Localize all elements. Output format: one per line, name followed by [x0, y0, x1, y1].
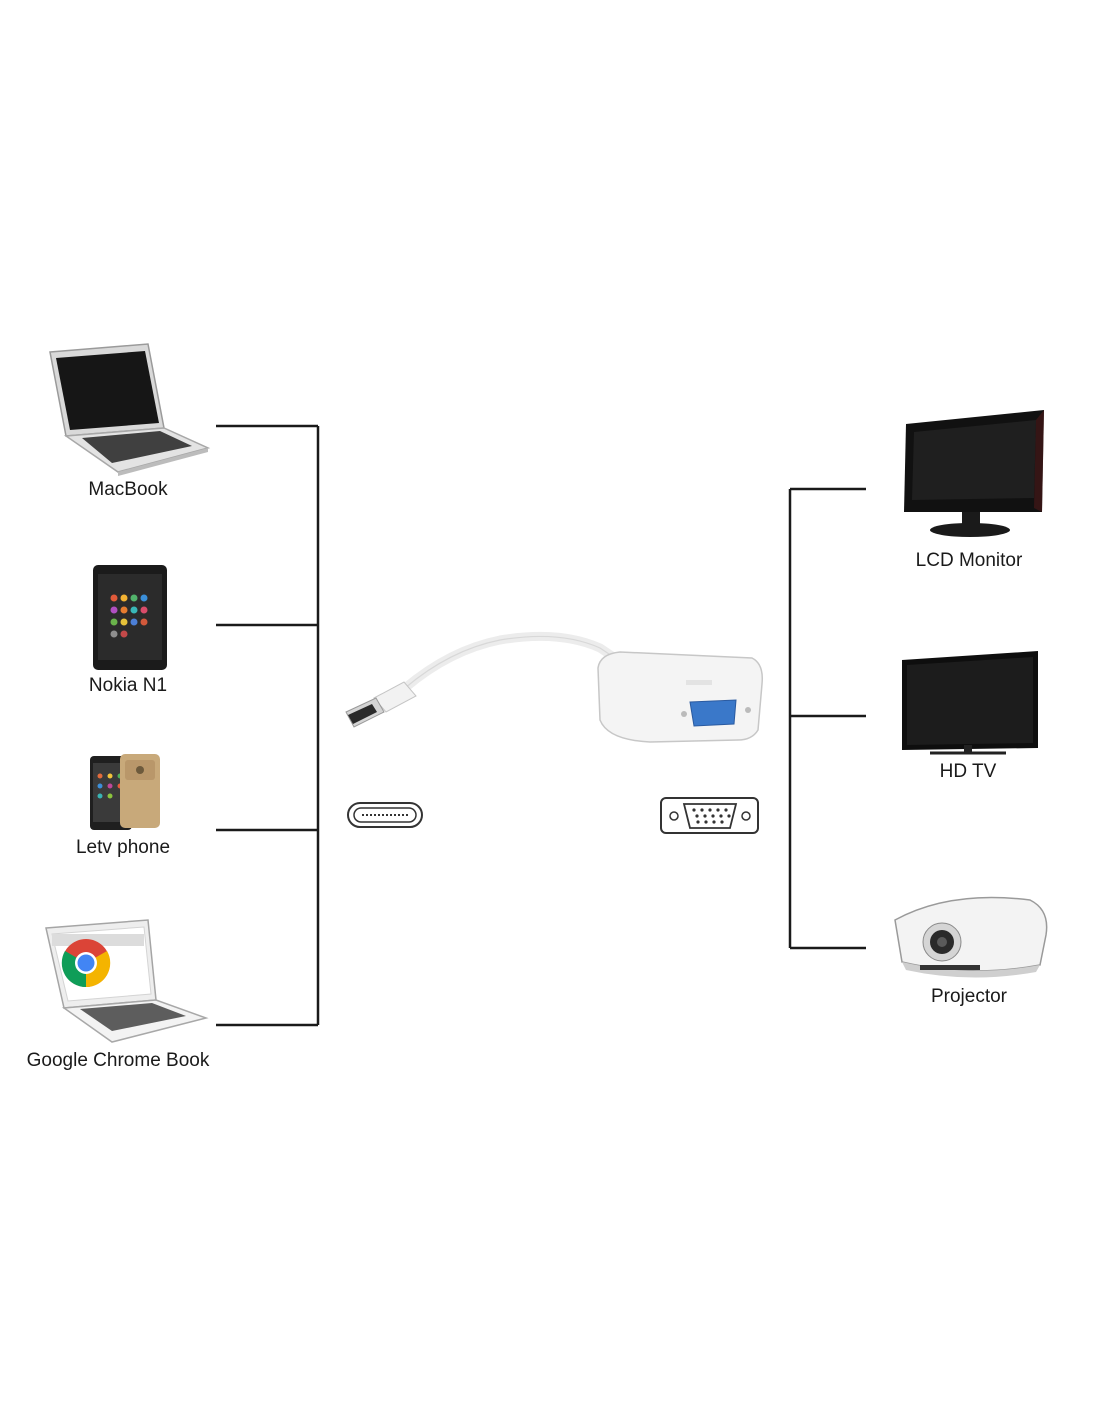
- label-google-chrome-book: Google Chrome Book: [26, 1050, 210, 1071]
- label-letv-phone: Letv phone: [75, 837, 171, 858]
- monitor-icon: [904, 410, 1044, 537]
- label-lcd-monitor: LCD Monitor: [915, 550, 1023, 571]
- smartphone-icon: [90, 754, 160, 830]
- label-nokia-n1: Nokia N1: [88, 675, 168, 696]
- tv-icon: [902, 651, 1038, 755]
- label-projector: Projector: [930, 986, 1008, 1007]
- right-connector-lines: [788, 487, 866, 950]
- left-connector-lines: [216, 424, 320, 1027]
- usb-c-to-vga-adapter-icon: [345, 631, 764, 743]
- projector-icon: [894, 896, 1048, 978]
- label-hd-tv: HD TV: [939, 761, 997, 782]
- usb-c-port-icon: [347, 802, 423, 828]
- label-macbook: MacBook: [88, 479, 168, 500]
- chromebook-icon: [45, 919, 209, 1043]
- laptop-icon: [49, 343, 211, 476]
- tablet-icon: [93, 565, 167, 670]
- vga-port-icon: [660, 797, 759, 834]
